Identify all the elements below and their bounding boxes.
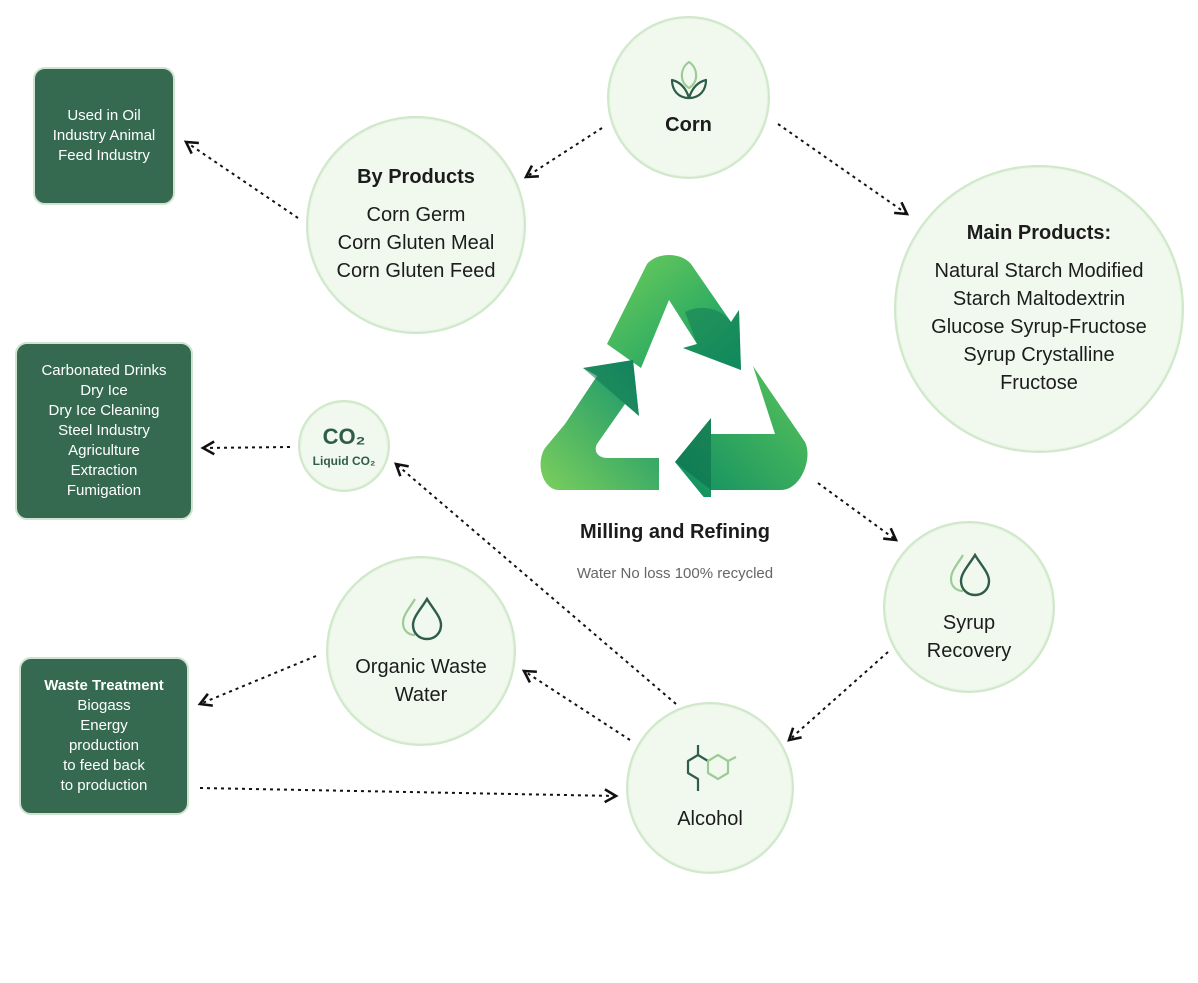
co2-subtitle: Liquid CO₂ <box>312 454 376 468</box>
arrow-co2-to-box <box>200 440 291 456</box>
corn-label: Corn <box>665 114 712 136</box>
by-products-item: Corn Gluten Feed <box>336 259 496 282</box>
waste-box-line: Biogass <box>77 697 131 714</box>
oil-box-line: Industry Animal <box>52 127 156 144</box>
droplet-icon <box>949 552 991 597</box>
waste-box-line: Energy <box>80 717 128 734</box>
center-subtitle: Water No loss 100% recycled <box>576 565 774 582</box>
waste-box-title: Waste Treatment <box>44 677 164 694</box>
alcohol-node: Alcohol <box>626 702 794 874</box>
co2-uses-box: Carbonated Drinks Dry Ice Dry Ice Cleani… <box>15 342 193 520</box>
by-products-item: Corn Gluten Meal <box>337 231 495 254</box>
main-products-node: Main Products: Natural Starch Modified S… <box>894 165 1184 453</box>
oil-box-line: Feed Industry <box>58 147 150 164</box>
arrow-corn-to-byproducts <box>523 127 603 179</box>
co2-box-line: Extraction <box>70 462 138 479</box>
alcohol-label: Alcohol <box>677 808 743 830</box>
co2-box-line: Fumigation <box>66 482 142 499</box>
arrow-center-to-syrup <box>817 482 899 542</box>
co2-node: CO₂ Liquid CO₂ <box>298 400 390 492</box>
waste-box-line: to production <box>60 777 148 794</box>
main-products-item: Starch Maltodextrin <box>952 287 1126 310</box>
syrup-label-line: Recovery <box>926 640 1012 662</box>
co2-box-line: Steel Industry <box>58 422 150 439</box>
main-products-item: Natural Starch Modified <box>934 259 1144 282</box>
center-title: Milling and Refining <box>580 521 770 543</box>
organic-waste-water-node: Organic Waste Water <box>326 556 516 746</box>
organic-label-line: Water <box>394 684 448 706</box>
syrup-label-line: Syrup <box>942 612 996 634</box>
arrow-organic-to-waste-box <box>197 655 317 707</box>
by-products-node: By Products Corn Germ Corn Gluten Meal C… <box>306 116 526 334</box>
arrow-waste-box-to-alcohol <box>199 787 619 804</box>
syrup-recovery-node: Syrup Recovery <box>883 521 1055 693</box>
arrow-alcohol-to-organic <box>521 669 631 741</box>
co2-title: CO₂ <box>322 424 366 449</box>
arrow-corn-to-main-products <box>777 123 910 216</box>
oil-box-line: Used in Oil <box>67 107 141 124</box>
waste-treatment-box: Waste Treatment Biogass Energy productio… <box>19 657 189 815</box>
co2-box-line: Agriculture <box>68 442 140 459</box>
co2-box-line: Dry Ice Cleaning <box>48 402 160 419</box>
arrow-syrup-to-alcohol <box>787 651 889 742</box>
recycle-icon <box>540 255 808 497</box>
molecule-icon <box>686 745 737 791</box>
co2-box-line: Carbonated Drinks <box>41 362 167 379</box>
by-products-title: By Products <box>357 165 475 188</box>
droplet-icon <box>401 596 443 641</box>
main-products-item: Syrup Crystalline <box>963 343 1115 366</box>
corn-icon <box>670 60 707 100</box>
waste-box-line: production <box>68 737 140 754</box>
main-products-item: Fructose <box>1000 371 1078 394</box>
main-products-item: Glucose Syrup-Fructose <box>931 315 1147 338</box>
arrow-byproducts-to-oil-box <box>183 140 299 219</box>
waste-box-line: to feed back <box>63 757 145 774</box>
by-products-item: Corn Germ <box>366 203 466 226</box>
corn-node: Corn <box>607 16 770 179</box>
main-products-title: Main Products: <box>966 221 1112 244</box>
oil-industry-box: Used in Oil Industry Animal Feed Industr… <box>33 67 175 205</box>
co2-box-line: Dry Ice <box>80 382 128 399</box>
organic-label-line: Organic Waste <box>355 656 487 678</box>
